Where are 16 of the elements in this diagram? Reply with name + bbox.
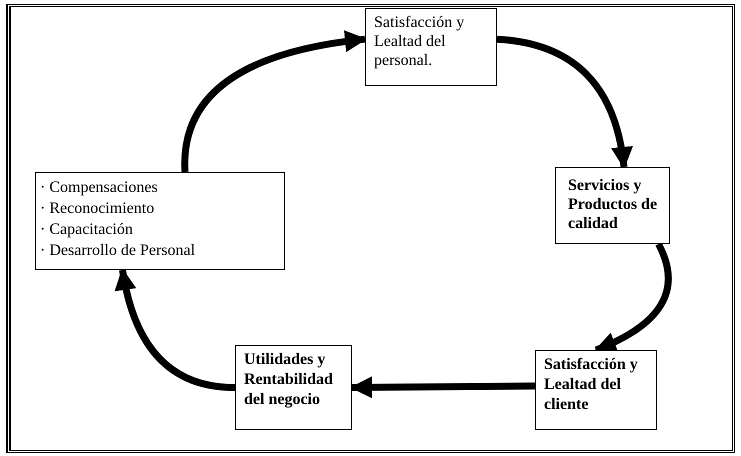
text-box <box>35 172 285 270</box>
box-text: Servicios y Productos de calidad <box>568 176 658 233</box>
box-text: Satisfacción y Lealtad del cliente <box>544 355 639 415</box>
list-item: · Reconocimiento <box>40 199 156 219</box>
curved-arrow <box>496 36 632 169</box>
curved-arrow <box>115 268 236 391</box>
list-item: · Compensaciones <box>40 178 159 198</box>
box-text: Satisfacción y Lealtad del personal. <box>374 13 466 70</box>
text-box <box>535 350 657 430</box>
text-box <box>235 345 352 430</box>
text-box <box>555 167 670 244</box>
curved-arrow <box>182 30 367 172</box>
text-box <box>365 8 497 86</box>
box-text: Utilidades y Rentabilidad del negocio <box>244 350 334 410</box>
list-item: · Capacitación <box>40 220 134 240</box>
list-item: · Desarrollo de Personal <box>40 241 196 261</box>
